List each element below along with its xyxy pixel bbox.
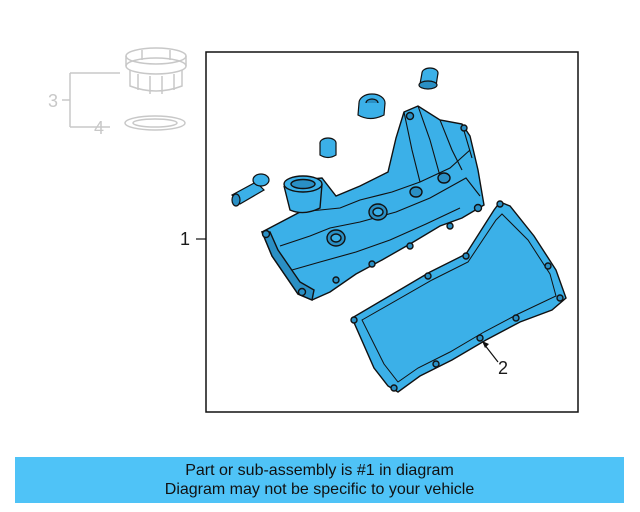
plug-seals-group [231, 67, 439, 207]
callout-number-2: 2 [498, 358, 508, 378]
callout-3-4-bracket [62, 72, 120, 128]
cap-seal-drawing [124, 115, 186, 131]
callout-number-4: 4 [94, 118, 104, 138]
oil-filler-cap-drawing [125, 47, 187, 94]
plug-seal-round [357, 93, 386, 120]
callout-number-3: 3 [48, 91, 58, 111]
gasket-outline [351, 201, 567, 393]
gasket-tabs [350, 200, 564, 392]
info-banner: Part or sub-assembly is #1 in diagram Di… [15, 457, 624, 503]
bolt-sensor [231, 173, 270, 207]
assembly-box [205, 51, 579, 413]
valve-cover-drawing [260, 105, 485, 301]
plug-seal-top-right [418, 67, 439, 90]
banner-line-1: Part or sub-assembly is #1 in diagram [185, 462, 454, 479]
faded-parts-group [62, 47, 187, 131]
banner-line-2: Diagram may not be specific to your vehi… [164, 481, 475, 498]
gasket-inner-edge [361, 213, 557, 383]
callout-2-arrowhead [482, 341, 489, 348]
plug-seal-middle [319, 137, 337, 159]
valve-cover-side-shade [260, 231, 315, 301]
coil-holes [326, 172, 451, 247]
filler-neck [283, 175, 323, 214]
mounting-bosses [261, 111, 483, 297]
gasket-drawing [350, 200, 567, 393]
callout-number-1: 1 [180, 229, 190, 249]
callout-2-leader [483, 343, 499, 363]
